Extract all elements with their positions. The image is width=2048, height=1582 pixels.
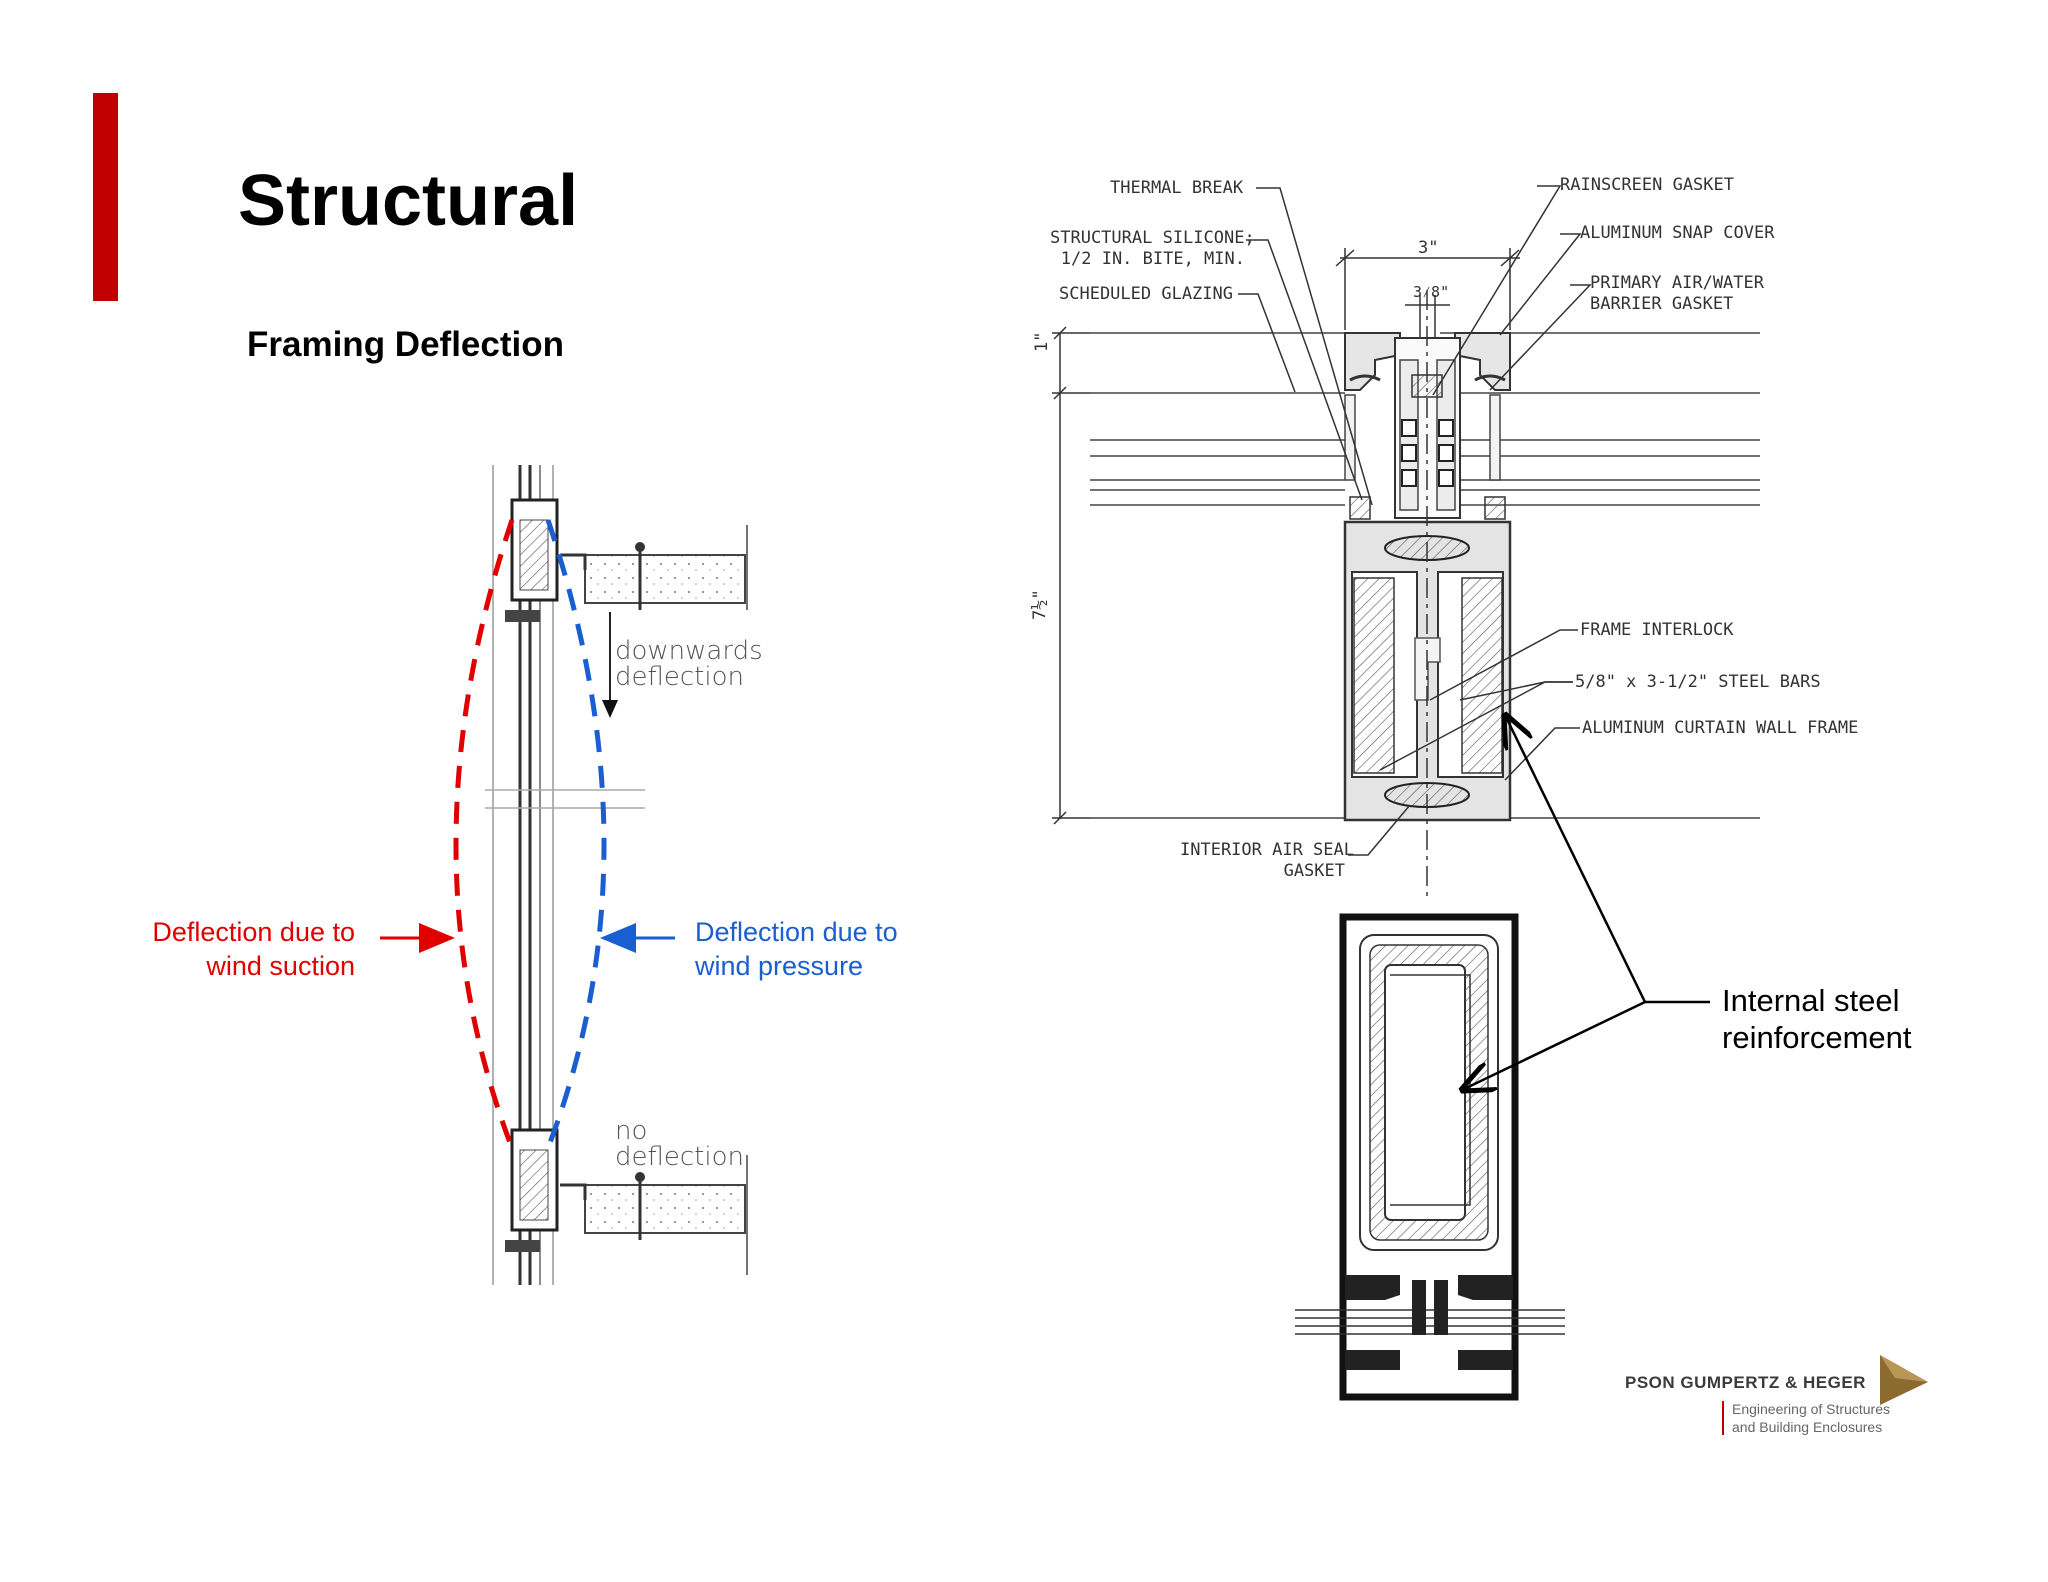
callout-rainscreen-gasket: RAINSCREEN GASKET [1560, 175, 1734, 195]
dimension-width: 3" [1418, 238, 1439, 258]
reinforcement-callout-line-2: reinforcement [1722, 1020, 1912, 1055]
callout-frame-interlock: FRAME INTERLOCK [1580, 620, 1734, 640]
logo-rule [1722, 1401, 1724, 1435]
reinforcement-leader-upper [1505, 715, 1710, 1004]
pressure-curve [545, 519, 607, 1149]
section-subtitle: Framing Deflection [247, 325, 564, 364]
suction-label-line-1: Deflection due to [152, 917, 355, 947]
downwards-label-line-2: deflection [615, 662, 744, 692]
downwards-deflection-label: downwards deflection [615, 638, 763, 690]
callout-primary-gasket: PRIMARY AIR/WATER BARRIER GASKET [1590, 273, 1764, 315]
interior-air-seal-line-2: GASKET [1283, 861, 1345, 881]
deflection-diagram [380, 465, 748, 1285]
logo-tagline-line-2: and Building Enclosures [1732, 1419, 1883, 1435]
interior-air-seal-line-1: INTERIOR AIR SEAL [1180, 840, 1354, 860]
logo-tagline: Engineering of Structures and Building E… [1732, 1400, 1890, 1436]
no-deflection-label: no deflection [615, 1118, 744, 1170]
logo-name: PSON GUMPERTZ & HEGER [1625, 1373, 1866, 1392]
mullion-section-detail [1052, 185, 1760, 1401]
accent-bar [93, 93, 118, 301]
suction-label-line-2: wind suction [206, 951, 355, 981]
callout-scheduled-glazing: SCHEDULED GLAZING [1059, 284, 1233, 304]
callout-curtain-wall-frame: ALUMINUM CURTAIN WALL FRAME [1582, 718, 1859, 738]
dimension-depth: 7½" [1030, 589, 1050, 620]
structural-silicone-line-1: STRUCTURAL SILICONE; [1050, 228, 1255, 248]
page-title: Structural [238, 161, 579, 241]
no-deflection-label-line-2: deflection [615, 1142, 744, 1172]
dimension-gap: 3⁄8" [1413, 283, 1450, 301]
pressure-label: Deflection due to wind pressure [695, 915, 898, 983]
structural-silicone-line-2: 1/2 IN. BITE, MIN. [1060, 249, 1245, 269]
suction-label: Deflection due to wind suction [100, 915, 355, 983]
callout-thermal-break: THERMAL BREAK [1110, 178, 1244, 198]
callout-snap-cover: ALUMINUM SNAP COVER [1580, 223, 1775, 243]
no-deflection-label-line-1: no [615, 1116, 648, 1146]
primary-gasket-line-1: PRIMARY AIR/WATER [1590, 273, 1764, 293]
pressure-label-line-1: Deflection due to [695, 917, 898, 947]
reinforcement-leader-lower [1462, 1000, 1646, 1090]
reinforcement-callout-line-1: Internal steel [1722, 983, 1900, 1018]
primary-gasket-line-2: BARRIER GASKET [1590, 294, 1734, 314]
callout-interior-air-seal: INTERIOR AIR SEAL GASKET [1180, 840, 1354, 882]
reinforcement-callout: Internal steel reinforcement [1722, 982, 1912, 1056]
downwards-label-line-1: downwards [615, 636, 763, 666]
suction-curve [453, 519, 515, 1149]
callout-structural-silicone: STRUCTURAL SILICONE; 1/2 IN. BITE, MIN. [1050, 228, 1255, 270]
pressure-label-line-2: wind pressure [695, 951, 864, 981]
dimension-glass: 1" [1032, 331, 1052, 352]
callout-steel-bars: 5/8" x 3-1/2" STEEL BARS [1575, 672, 1821, 692]
logo-tagline-line-1: Engineering of Structures [1732, 1401, 1890, 1417]
